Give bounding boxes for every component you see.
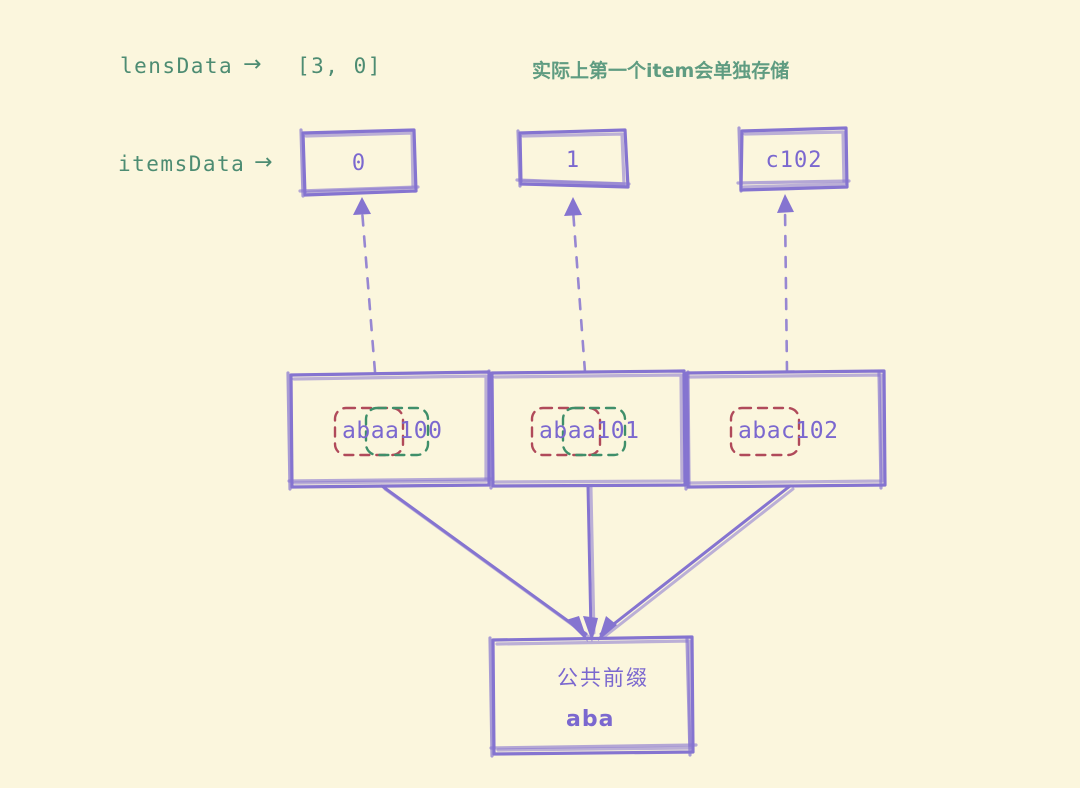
cell-text-1: abaa101 [539, 418, 640, 444]
lens-data-label: lensData [120, 54, 234, 78]
lens-data-value: [3, 0] [297, 54, 382, 78]
dashed-link-0 [360, 208, 377, 374]
arrowhead-0 [353, 197, 371, 215]
dashed-link-2 [783, 206, 789, 374]
cell-text-2: abac102 [738, 418, 839, 444]
items-box-value-2: c102 [765, 148, 823, 173]
items-data-arrow-icon: → [254, 150, 273, 175]
arrowhead-2 [777, 194, 794, 213]
converge-arrows [380, 484, 795, 639]
prefix-box-caption: 公共前缀 [557, 666, 649, 690]
items-data-label: itemsData [118, 152, 246, 176]
arrowhead-1 [564, 197, 582, 216]
prefix-box [488, 635, 698, 758]
dashed-link-1 [571, 208, 587, 374]
cell-text-0: abaa100 [342, 418, 443, 444]
items-box-value-1: 1 [565, 148, 581, 173]
annotation-note: 实际上第一个item会单独存储 [532, 60, 790, 82]
items-box-value-0: 0 [351, 151, 367, 176]
lens-data-arrow-icon: → [243, 52, 262, 77]
prefix-box-value: aba [566, 707, 615, 732]
